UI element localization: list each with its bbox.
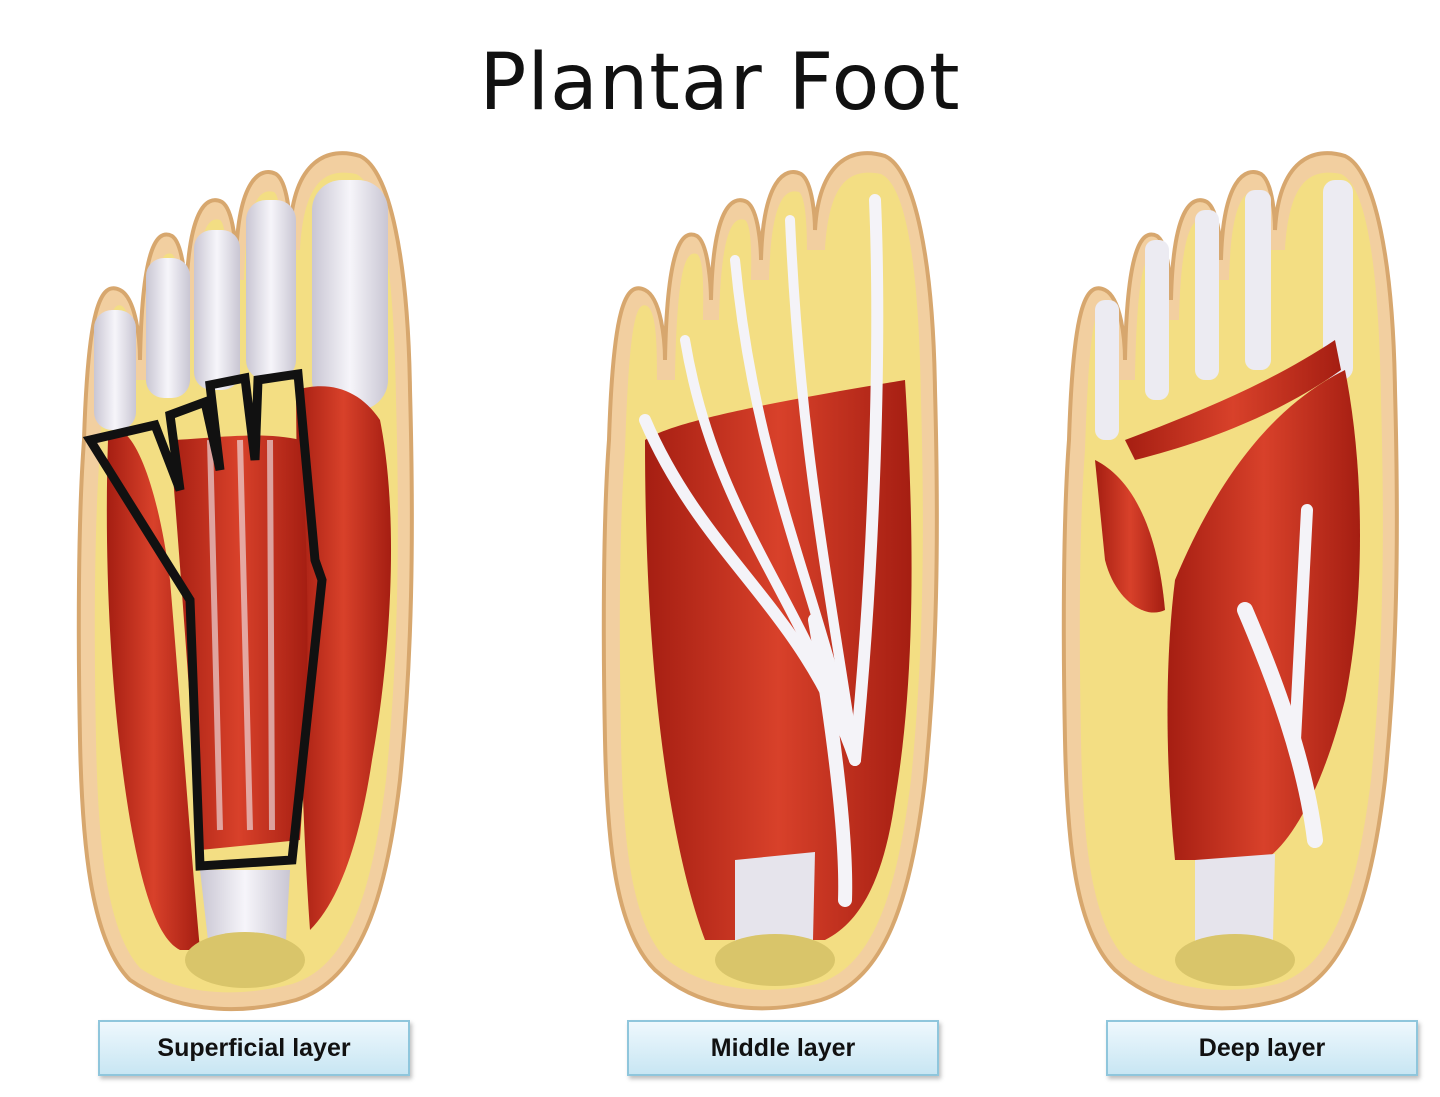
muscle: [1095, 460, 1165, 613]
superficial-layer-illustration: [60, 140, 420, 1012]
middle-layer-illustration: [585, 140, 945, 1011]
page-title: Plantar Foot: [479, 38, 961, 128]
deep-layer-label: Deep layer: [1106, 1020, 1418, 1076]
tendon: [1195, 210, 1219, 380]
deep-layer-illustration: [1045, 140, 1405, 1011]
heel-pad: [715, 934, 835, 986]
superficial-layer-label: Superficial layer: [98, 1020, 410, 1076]
tendon: [246, 200, 296, 380]
calcaneal-tendon: [200, 870, 290, 940]
tendon: [730, 255, 860, 765]
middle-layer-label: Middle layer: [627, 1020, 939, 1076]
tendon: [1237, 602, 1323, 848]
heel-pad: [1175, 934, 1295, 986]
muscle: [1167, 370, 1360, 860]
muscle: [106, 430, 200, 950]
calcaneal-tendon: [1195, 854, 1275, 946]
tendon: [94, 310, 136, 430]
tendon: [1095, 300, 1119, 440]
tendon: [1245, 190, 1271, 370]
tendon: [194, 230, 240, 390]
tendon: [146, 258, 190, 398]
tendon: [1145, 240, 1169, 400]
tendon: [1289, 504, 1313, 746]
tendon: [312, 180, 388, 410]
heel-pad: [185, 932, 305, 988]
muscle: [296, 386, 392, 930]
tendon: [785, 215, 860, 765]
tendon: [808, 613, 853, 907]
highlight-outline: [82, 368, 327, 871]
calcaneal-tendon: [735, 852, 815, 946]
tendon: [1323, 180, 1353, 380]
muscle: [1125, 340, 1341, 460]
tendon: [849, 194, 884, 766]
tendon: [207, 439, 275, 831]
